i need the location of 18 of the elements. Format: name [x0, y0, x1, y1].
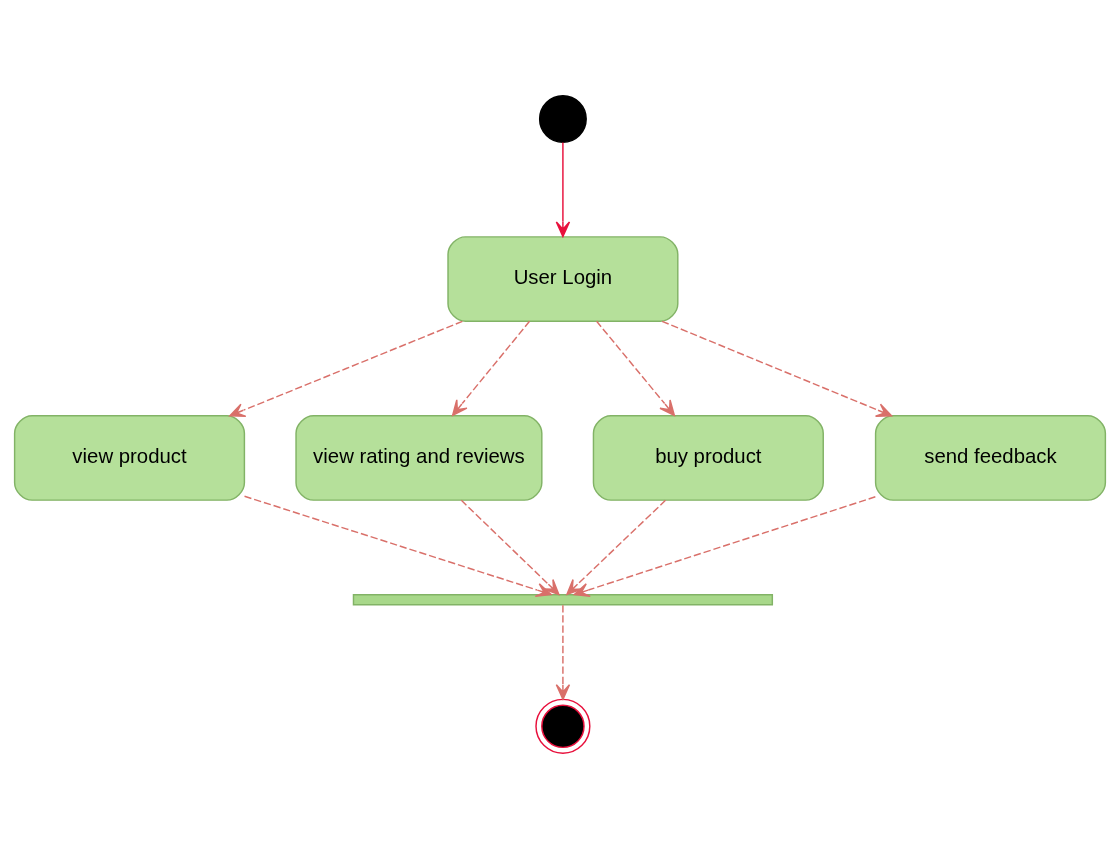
arrow — [573, 495, 877, 597]
node-box: view rating and reviews — [295, 414, 543, 501]
node-bar — [352, 593, 774, 606]
arrow — [566, 499, 667, 595]
arrow — [451, 320, 531, 416]
node-box: send feedback — [874, 414, 1107, 501]
arrow — [460, 499, 560, 595]
arrow — [243, 495, 552, 597]
arrow — [555, 141, 571, 237]
node-box: User Login — [447, 235, 679, 322]
arrow — [661, 320, 893, 417]
arrow — [229, 320, 464, 417]
node-box: buy product — [592, 414, 824, 501]
arrow — [555, 604, 571, 700]
arrow — [595, 320, 676, 416]
node-circle — [535, 698, 591, 754]
node-box: view product — [13, 414, 246, 501]
node-circle — [538, 94, 587, 143]
